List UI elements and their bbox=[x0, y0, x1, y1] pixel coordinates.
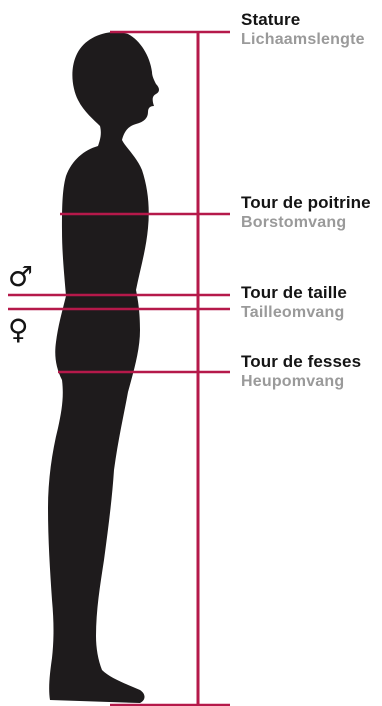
male-symbol-icon: ♂ bbox=[8, 263, 33, 291]
stature-label: Stature Lichaamslengte bbox=[241, 11, 365, 49]
chest-label: Tour de poitrine Borstomvang bbox=[241, 194, 371, 232]
hips-label-primary: Tour de fesses bbox=[241, 353, 361, 371]
waist-label-primary: Tour de taille bbox=[241, 284, 347, 302]
chest-label-primary: Tour de poitrine bbox=[241, 194, 371, 212]
stature-label-secondary: Lichaamslengte bbox=[241, 32, 365, 49]
chest-label-secondary: Borstomvang bbox=[241, 215, 371, 232]
stature-label-primary: Stature bbox=[241, 11, 365, 29]
hips-label-secondary: Heupomvang bbox=[241, 374, 361, 391]
human-silhouette-icon bbox=[48, 32, 159, 703]
waist-label: Tour de taille Tailleomvang bbox=[241, 284, 347, 322]
waist-label-secondary: Tailleomvang bbox=[241, 305, 347, 322]
hips-label: Tour de fesses Heupomvang bbox=[241, 353, 361, 391]
female-symbol-icon: ♀ bbox=[8, 316, 29, 344]
